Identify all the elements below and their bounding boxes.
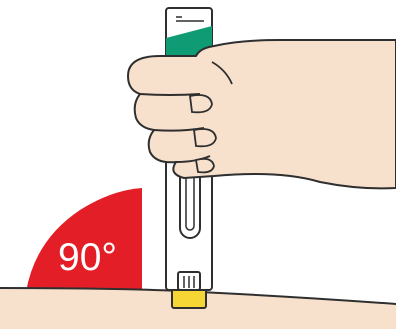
pen-window-inner: [186, 174, 194, 230]
fingernail-3: [196, 159, 214, 173]
fingernail-1: [190, 95, 212, 112]
fingernail-2: [194, 129, 216, 146]
angle-label: 90°: [58, 236, 117, 279]
finger-line-1: [140, 94, 200, 95]
